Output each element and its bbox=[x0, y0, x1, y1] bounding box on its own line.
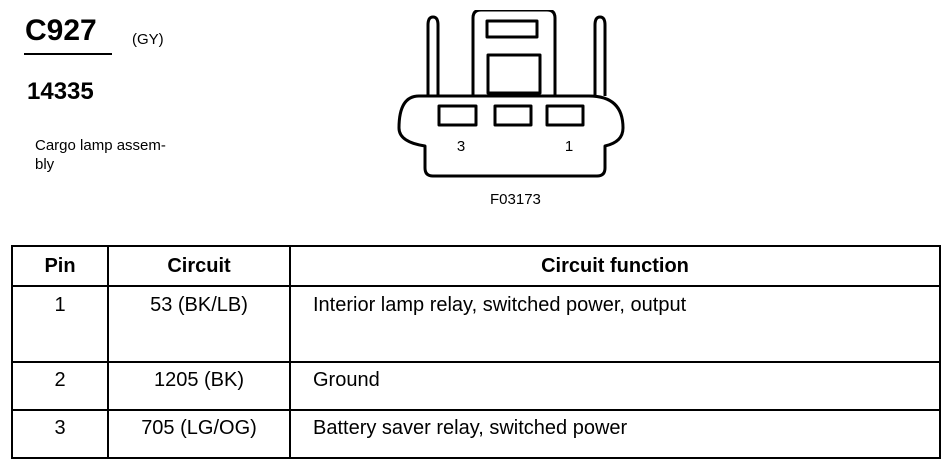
connector-body bbox=[397, 94, 625, 178]
connector-id: C927 bbox=[25, 14, 97, 47]
pin-cell: 3 bbox=[11, 409, 109, 459]
left-latch-post bbox=[426, 15, 440, 96]
table-row: 2 1205 (BK) Ground bbox=[11, 361, 941, 411]
table-header-row: Pin Circuit Circuit function bbox=[11, 245, 941, 287]
pin-cell: 2 bbox=[11, 361, 109, 411]
function-cell: Ground bbox=[289, 361, 941, 411]
circuit-cell: 53 (BK/LB) bbox=[107, 285, 291, 363]
terminal-cavity-1 bbox=[545, 104, 585, 127]
connector-face-diagram: 3 1 bbox=[397, 10, 625, 178]
terminal-cavity-3 bbox=[437, 104, 478, 127]
table-row: 1 53 (BK/LB) Interior lamp relay, switch… bbox=[11, 285, 941, 363]
function-cell: Battery saver relay, switched power bbox=[289, 409, 941, 459]
figure-code: F03173 bbox=[490, 191, 541, 208]
header-circuit: Circuit bbox=[107, 245, 291, 287]
table-row: 3 705 (LG/OG) Battery saver relay, switc… bbox=[11, 409, 941, 459]
function-cell: Interior lamp relay, switched power, out… bbox=[289, 285, 941, 363]
header-pin: Pin bbox=[11, 245, 109, 287]
pinout-table: Pin Circuit Circuit function 1 53 (BK/LB… bbox=[11, 245, 941, 459]
connector-description: Cargo lamp assem- bly bbox=[35, 137, 166, 173]
right-latch-post bbox=[593, 15, 607, 96]
connector-id-underline bbox=[24, 53, 112, 55]
connector-color-code: (GY) bbox=[132, 31, 164, 48]
tab-window bbox=[486, 53, 542, 95]
locking-tab bbox=[471, 10, 557, 96]
tab-slot bbox=[485, 19, 539, 39]
pin-label-1: 1 bbox=[565, 138, 573, 155]
pin-cell: 1 bbox=[11, 285, 109, 363]
pin-label-3: 3 bbox=[457, 138, 465, 155]
header-circuit-function: Circuit function bbox=[289, 245, 941, 287]
circuit-cell: 705 (LG/OG) bbox=[107, 409, 291, 459]
circuit-cell: 1205 (BK) bbox=[107, 361, 291, 411]
part-number: 14335 bbox=[27, 78, 94, 105]
terminal-cavity-2 bbox=[493, 104, 533, 127]
